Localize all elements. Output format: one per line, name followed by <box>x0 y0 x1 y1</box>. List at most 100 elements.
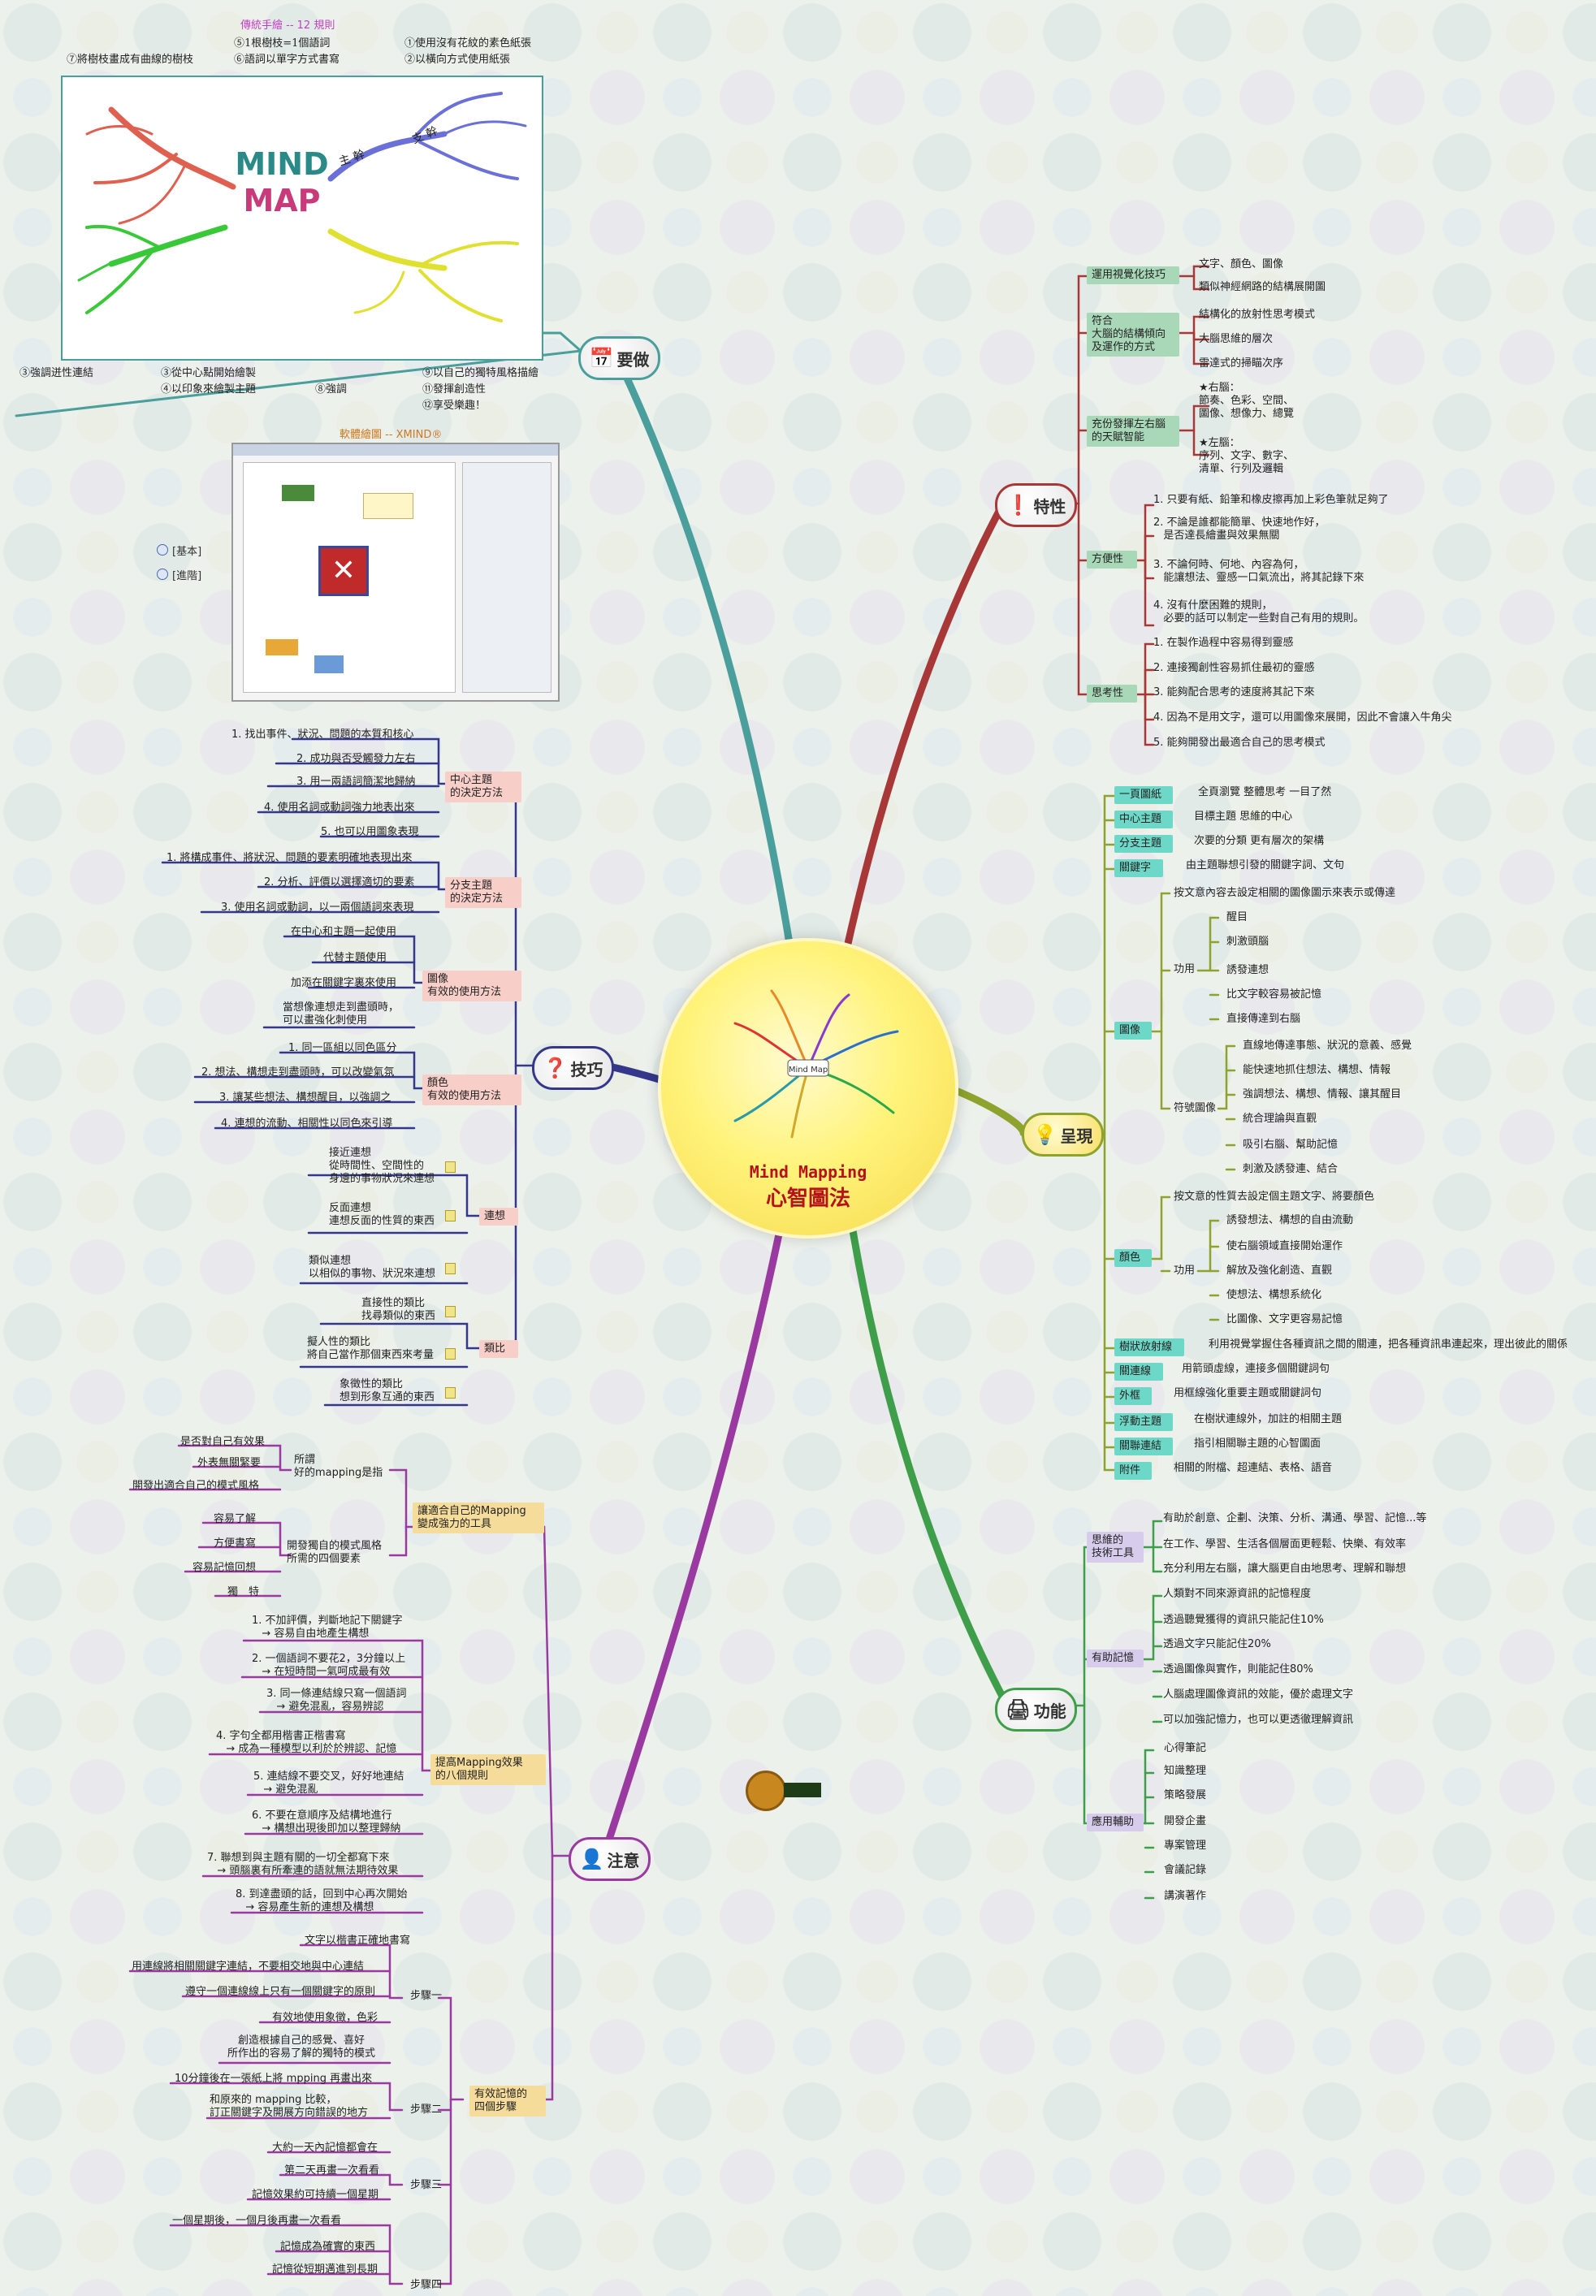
cx-image-sym-3: 強調想法、構想、情報、讓其醒目 <box>1243 1088 1402 1100</box>
branch-yaozuo[interactable]: 📅要做 <box>578 336 660 380</box>
note-icon[interactable] <box>445 1161 456 1173</box>
expand-advanced-icon[interactable] <box>157 569 168 580</box>
zy-step-4-item-3: 記憶從短期邁進到長期 <box>272 2264 378 2276</box>
zy-1-s2-item-4: 獨 特 <box>227 1586 260 1598</box>
cx-image-sym-label: 符號圖像 <box>1174 1102 1217 1114</box>
central-topic[interactable]: Mind Map Mind Mapping 心智圖法 <box>658 938 958 1239</box>
person-icon: 👤 <box>579 1848 604 1870</box>
zy-topic-3[interactable]: 有效記憶的 四個步驟 <box>469 2086 546 2117</box>
gn-topic-1[interactable]: 思維的 技術工具 <box>1087 1532 1144 1563</box>
note-icon[interactable] <box>445 1306 456 1317</box>
note-icon[interactable] <box>445 1348 456 1360</box>
gn-1-item-1: 有助於創意、企劃、決策、分析、溝通、學習、記憶...等 <box>1163 1512 1427 1524</box>
note-icon[interactable] <box>445 1210 456 1222</box>
gn-topic-3[interactable]: 應用輔助 <box>1087 1814 1144 1831</box>
cx-bottom-text-5: 指引相關聯主題的心智圖面 <box>1194 1438 1321 1450</box>
texing-topic-2[interactable]: 符合 大腦的結構傾向 及運作的方式 <box>1087 313 1179 357</box>
texing-topic-5[interactable]: 思考性 <box>1087 685 1137 703</box>
xmind-advanced-link[interactable]: [進階] <box>172 570 202 582</box>
zy-step-3-item-2: 記憶效果約可持續一個星期 <box>252 2189 379 2201</box>
zy-1-s1-label: 所謂 好的mapping是指 <box>294 1454 383 1479</box>
cx-image-tag[interactable]: 圖像 <box>1114 1022 1152 1040</box>
cx-image-func-3: 誘發連想 <box>1226 964 1269 976</box>
cx-text-1: 全頁瀏覽 整體思考 一目了然 <box>1198 786 1332 798</box>
cx-text-3: 次要的分類 更有層次的架構 <box>1194 835 1325 847</box>
cx-color-func-5: 比圖像、文字更容易記憶 <box>1226 1313 1343 1325</box>
seal-logo <box>746 1771 786 1811</box>
zy-topic-1[interactable]: 讓適合自己的Mapping 變成強力的工具 <box>413 1503 544 1533</box>
zy-2-item-1: 1. 不加評價，判斷地記下關鍵字 → 容易自由地產生構想 <box>252 1615 403 1640</box>
thumb-center-label: Mind Map <box>789 1066 828 1074</box>
branch-chengxian[interactable]: 💡呈現 <box>1022 1113 1104 1157</box>
zy-2-item-4: 4. 字句全都用楷書正楷書寫 → 成為一種模型以利於於辨認、記憶 <box>216 1730 397 1755</box>
zy-topic-2[interactable]: 提高Mapping效果 的八個規則 <box>430 1754 546 1785</box>
note-icon[interactable] <box>445 1387 456 1399</box>
zy-step-2-item-2: 和原來的 mapping 比較， 訂正關鍵字及開展方向錯誤的地方 <box>210 2094 369 2119</box>
gn-3-item-6: 會議記錄 <box>1164 1864 1207 1876</box>
cx-bottom-tag-6[interactable]: 附件 <box>1114 1462 1152 1480</box>
jq-topic-4[interactable]: 顏色 有效的使用方法 <box>422 1074 521 1105</box>
zy-step-1-item-4: 有效地使用象徵，色彩 <box>272 2012 378 2024</box>
cx-tag-2[interactable]: 中心主題 <box>1114 811 1173 828</box>
cx-image-sym-1: 直線地傳達事態、狀況的意義、感覺 <box>1243 1040 1412 1052</box>
gn-topic-2[interactable]: 有助記憶 <box>1087 1650 1144 1667</box>
gn-3-item-5: 專案管理 <box>1164 1840 1207 1852</box>
cx-tag-3[interactable]: 分支主題 <box>1114 835 1173 853</box>
cx-text-4: 由主題聯想引發的關鍵字詞、文句 <box>1186 859 1345 871</box>
gn-2-item-3: 透過文字只能記住20% <box>1163 1638 1271 1650</box>
cx-tag-1[interactable]: 一頁圖紙 <box>1114 786 1173 804</box>
expand-basic-icon[interactable] <box>157 544 168 556</box>
rule-4a: ③從中心點開始繪製 <box>161 367 257 379</box>
branch-gongneng[interactable]: 🖨功能 <box>995 1688 1077 1732</box>
jq-4-item-3: 3. 讓某些想法、構想醒目，以強調之 <box>219 1092 391 1104</box>
zy-step-1-item-5: 創造根據自己的感覺、喜好 所作出的容易了解的獨特的模式 <box>227 2034 376 2060</box>
jq-5-item-3: 類似連想 以相似的事物、狀況來連想 <box>309 1255 436 1280</box>
zy-step-2-label: 步驟二 <box>410 2104 443 2116</box>
jq-1-item-5: 5. 也可以用圖象表現 <box>321 826 419 838</box>
jq-1-item-3: 3. 用一兩語詞簡潔地歸納 <box>296 776 416 788</box>
zy-2-item-5: 5. 連結線不要交叉，好好地連結 → 避免混亂 <box>253 1771 404 1796</box>
gn-3-item-2: 知識整理 <box>1164 1765 1207 1777</box>
texing-topic-4[interactable]: 方便性 <box>1087 551 1137 569</box>
cx-tag-4[interactable]: 關鍵字 <box>1114 859 1163 877</box>
central-title-zh: 心智圖法 <box>765 1187 850 1211</box>
jq-topic-1[interactable]: 中心主題 的決定方法 <box>445 772 521 802</box>
jq-topic-6[interactable]: 類比 <box>479 1340 518 1358</box>
zy-step-1-item-2: 用連線將相關關鍵字連結，不要相交地與中心連結 <box>132 1961 365 1973</box>
cx-bottom-tag-3[interactable]: 外框 <box>1114 1387 1152 1405</box>
texing-5-item-5: 5. 能夠開發出最適合自己的思考模式 <box>1153 737 1326 749</box>
branch-jiqiao[interactable]: ❓技巧 <box>532 1046 614 1090</box>
jq-6-item-3: 象徵性的類比 想到形象互通的東西 <box>340 1378 435 1403</box>
cx-color-func-1: 誘發想法、構想的自由流動 <box>1226 1214 1354 1226</box>
cx-color-func-2: 使右腦領域直接開始運作 <box>1226 1240 1343 1252</box>
branch-texing[interactable]: ❗特性 <box>995 483 1077 527</box>
jq-5-item-1: 接近連想 從時間性、空間性的 身邊的事物狀況來連想 <box>329 1147 435 1185</box>
cx-color-tag[interactable]: 顏色 <box>1114 1249 1152 1267</box>
software-header: 軟體繪圖 -- XMIND® <box>340 429 443 441</box>
rule-4b: ④以印象來繪製主題 <box>161 383 257 396</box>
jq-topic-2[interactable]: 分支主題 的決定方法 <box>445 877 521 908</box>
branch-zhuyi[interactable]: 👤注意 <box>569 1837 651 1881</box>
gn-3-item-4: 開發企畫 <box>1164 1815 1207 1827</box>
xmind-basic-link[interactable]: [基本] <box>172 546 202 558</box>
cx-bottom-tag-1[interactable]: 樹狀放射線 <box>1114 1338 1184 1356</box>
cx-bottom-tag-2[interactable]: 關連線 <box>1114 1363 1163 1381</box>
rule-7: ⑦將樹枝畫成有曲線的樹枝 <box>67 54 194 66</box>
rule-9: ⑨以自己的獨特風格描繪 <box>422 367 539 379</box>
cx-bottom-tag-4[interactable]: 浮動主題 <box>1114 1413 1173 1431</box>
zy-step-2-item-1: 10分鐘後在一張紙上將 mpping 再畫出來 <box>175 2073 373 2085</box>
note-icon[interactable] <box>445 1263 456 1274</box>
jq-topic-5[interactable]: 連想 <box>479 1208 518 1226</box>
cx-bottom-tag-5[interactable]: 關聯連結 <box>1114 1438 1173 1455</box>
cx-image-sym-5: 吸引右腦、幫助記憶 <box>1243 1139 1339 1151</box>
zy-2-item-2: 2. 一個語詞不要花2，3分鐘以上 → 在短時間一氣呵成最有效 <box>252 1653 406 1678</box>
zy-step-4-label: 步驟四 <box>410 2279 443 2291</box>
jq-1-item-1: 1. 找出事件、狀況、問題的本質和核心 <box>231 729 414 741</box>
texing-topic-1[interactable]: 運用視覺化技巧 <box>1087 266 1179 284</box>
texing-topic-3[interactable]: 充份發揮左右腦 的天賦智能 <box>1087 416 1179 447</box>
jq-topic-3[interactable]: 圖像 有效的使用方法 <box>422 971 521 1001</box>
cx-color-func-label: 功用 <box>1174 1265 1196 1277</box>
xmind-screenshot: ✕ <box>231 443 560 702</box>
cx-bottom-text-4: 在樹狀連線外，加註的相關主題 <box>1194 1413 1343 1425</box>
texing-4-item-4: 4. 沒有什麼困難的規則， 必要的話可以制定一些對自己有用的規則。 <box>1153 599 1365 625</box>
